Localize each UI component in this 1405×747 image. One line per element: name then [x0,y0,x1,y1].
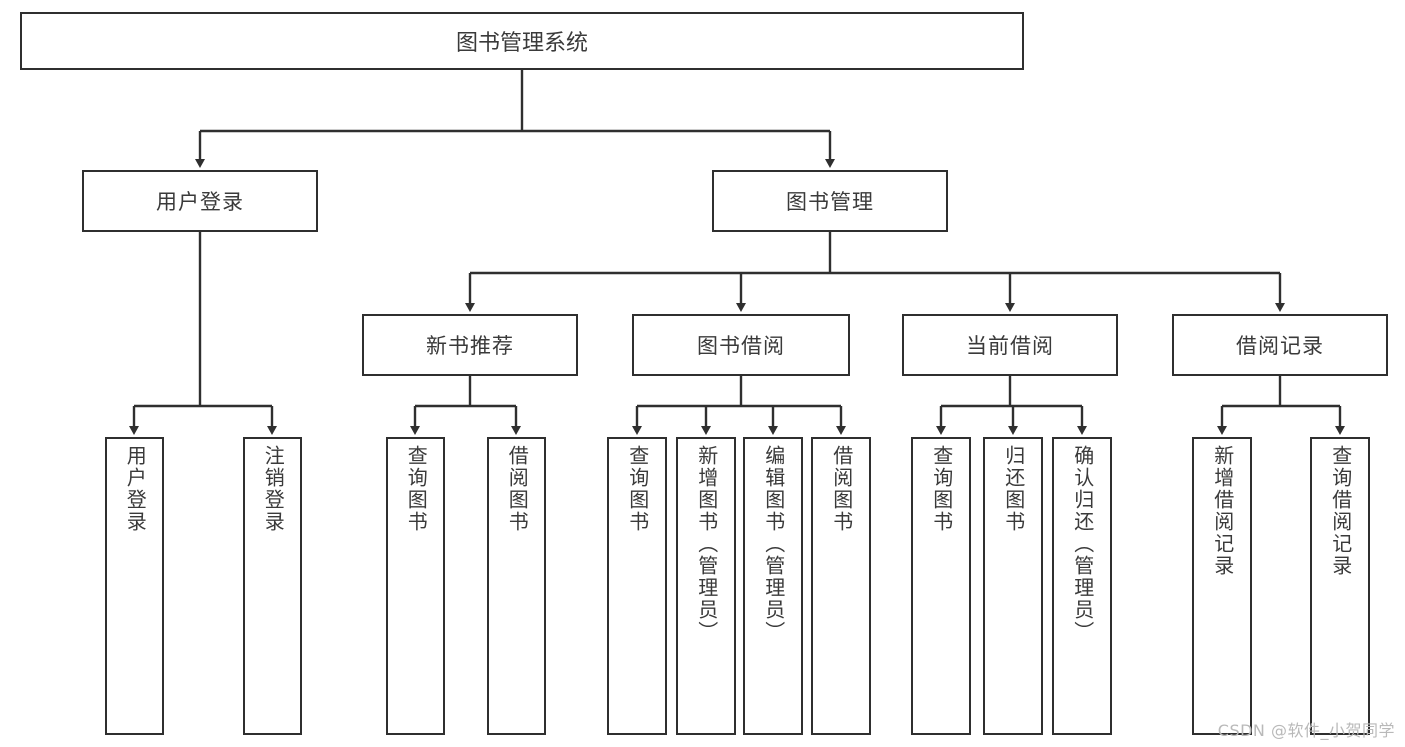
node-root[interactable]: 图书管理系统 [20,12,1024,70]
leaf-edit-book[interactable]: 编辑图书（管理员） [743,437,803,735]
leaf-query-record[interactable]: 查询借阅记录 [1310,437,1370,735]
node-new-book-recommend[interactable]: 新书推荐 [362,314,578,376]
leaf-borrow-book-1[interactable]: 借阅图书 [487,437,546,735]
node-borrow-record[interactable]: 借阅记录 [1172,314,1388,376]
leaf-add-record[interactable]: 新增借阅记录 [1192,437,1252,735]
leaf-return-book[interactable]: 归还图书 [983,437,1043,735]
leaf-add-book[interactable]: 新增图书（管理员） [676,437,736,735]
leaf-user-login[interactable]: 用户登录 [105,437,164,735]
leaf-query-book-1[interactable]: 查询图书 [386,437,445,735]
node-user-login[interactable]: 用户登录 [82,170,318,232]
leaf-query-book-2[interactable]: 查询图书 [607,437,667,735]
leaf-query-book-3[interactable]: 查询图书 [911,437,971,735]
node-current-borrow[interactable]: 当前借阅 [902,314,1118,376]
watermark: CSDN @软件_小贺同学 [1217,721,1395,740]
leaf-borrow-book-2[interactable]: 借阅图书 [811,437,871,735]
leaf-confirm-return[interactable]: 确认归还（管理员） [1052,437,1112,735]
leaf-logout[interactable]: 注销登录 [243,437,302,735]
node-book-borrow[interactable]: 图书借阅 [632,314,850,376]
node-book-manage[interactable]: 图书管理 [712,170,948,232]
